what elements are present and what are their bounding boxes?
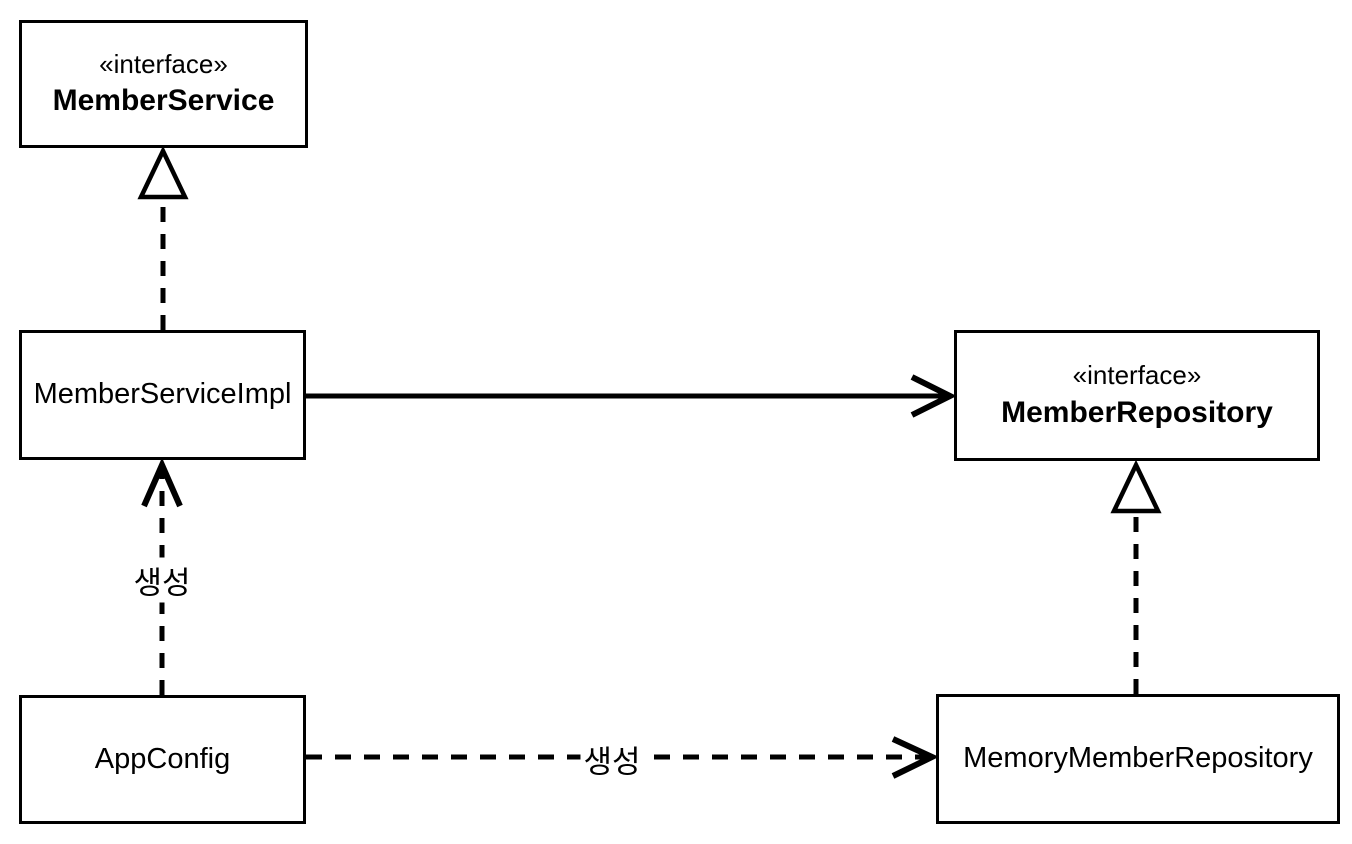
hollow-triangle-arrowhead-icon xyxy=(1110,459,1162,514)
edge-label-create: 생성 xyxy=(580,736,644,782)
class-box-memorymemberrepository: MemoryMemberRepository xyxy=(936,694,1340,824)
class-name-label: MemoryMemberRepository xyxy=(963,742,1313,775)
class-name-label: MemberServiceImpl xyxy=(33,378,292,411)
class-name-label: MemberService xyxy=(52,84,275,118)
class-box-appconfig: AppConfig xyxy=(19,695,306,824)
open-arrowhead-icon xyxy=(141,457,183,508)
class-name-label: AppConfig xyxy=(94,742,231,775)
open-arrowhead-icon xyxy=(910,374,957,418)
stereotype-label: «interface» xyxy=(1072,360,1202,391)
stereotype-label: «interface» xyxy=(99,48,228,79)
open-arrowhead-icon xyxy=(891,736,940,779)
edge-label-create: 생성 xyxy=(130,557,194,603)
class-name-label: MemberRepository xyxy=(1001,395,1273,429)
class-box-memberserviceimpl: MemberServiceImpl xyxy=(19,330,306,460)
class-box-memberservice: «interface» MemberService xyxy=(19,20,308,148)
hollow-triangle-arrowhead-icon xyxy=(137,145,189,200)
class-box-memberrepository: «interface» MemberRepository xyxy=(954,330,1320,461)
